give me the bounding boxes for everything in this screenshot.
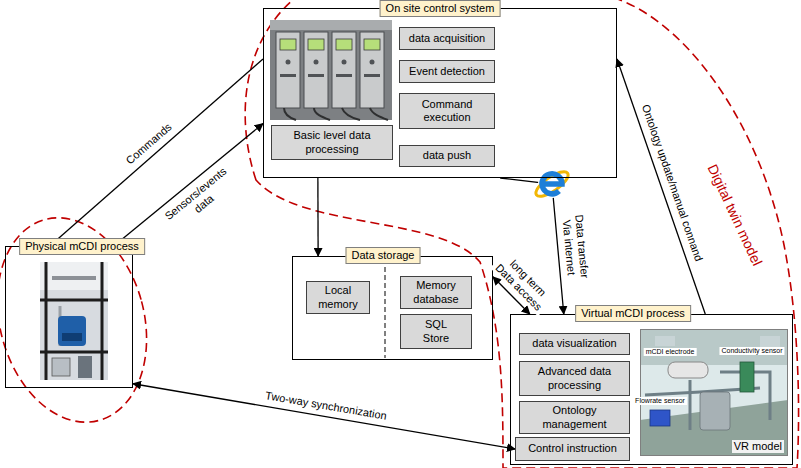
system-box: Virtual mCDI processdata visualizationAd… bbox=[510, 314, 793, 465]
internet-icon bbox=[532, 167, 571, 200]
function-box: data visualization bbox=[519, 333, 630, 355]
box-label: Event detection bbox=[409, 65, 485, 78]
edge-label: Sensors/events data bbox=[159, 162, 241, 236]
picture-caption: VR model bbox=[732, 440, 784, 453]
connector-arrow bbox=[114, 124, 263, 246]
box-label: Ontology management bbox=[537, 404, 612, 430]
function-box: Advanced data processing bbox=[519, 361, 630, 396]
connector-arrow bbox=[617, 59, 705, 314]
connector-arrow bbox=[317, 178, 319, 256]
digital-twin-boundary bbox=[245, 0, 798, 468]
control-cabinet-photo bbox=[270, 20, 392, 120]
box-heading: On site control system bbox=[380, 0, 501, 17]
connector-arrow bbox=[50, 59, 263, 246]
storage-box: Data storageLocal memoryMemory databaseS… bbox=[292, 256, 493, 360]
system-box: On site control systemdata acquisitionEv… bbox=[263, 8, 617, 178]
storage-box: SQL Store bbox=[400, 314, 472, 349]
function-box: data acquisition bbox=[399, 27, 495, 50]
region-label: Digital twin model bbox=[704, 160, 767, 270]
edge-label: Ontology update/manual connand bbox=[638, 101, 706, 265]
function-box: Control instruction bbox=[515, 437, 630, 461]
connector-arrow bbox=[133, 384, 515, 449]
edge-label: Two-way synchronization bbox=[262, 388, 389, 422]
function-box: Basic level data processing bbox=[271, 125, 393, 160]
function-box: data push bbox=[399, 145, 495, 167]
box-label: Memory database bbox=[406, 279, 466, 305]
box-label: Local memory bbox=[313, 284, 363, 310]
function-box: Ontology management bbox=[519, 401, 630, 434]
box-label: data visualization bbox=[532, 337, 616, 350]
function-box: Event detection bbox=[399, 60, 495, 83]
physical-boundary bbox=[0, 201, 168, 439]
box-label: Command execution bbox=[412, 98, 482, 124]
edge-label: Data transfer Via internet bbox=[558, 209, 591, 285]
part-label: Conductivity sensor bbox=[719, 347, 784, 355]
function-box: Command execution bbox=[399, 93, 495, 129]
part-label: Flowrate sensor bbox=[633, 397, 687, 405]
storage-box: Memory database bbox=[400, 276, 472, 309]
vr-scene-picture bbox=[640, 329, 788, 456]
physical-plant-photo bbox=[40, 262, 108, 380]
box-label: Control instruction bbox=[528, 442, 617, 455]
box-label: data push bbox=[423, 149, 471, 162]
box-label: Basic level data processing bbox=[285, 129, 380, 155]
box-label: data acquisition bbox=[409, 32, 485, 45]
box-label: Advanced data processing bbox=[532, 365, 617, 391]
storage-divider bbox=[385, 267, 386, 358]
storage-box: Local memory bbox=[306, 281, 370, 314]
part-label: mCDI electrode bbox=[644, 348, 697, 356]
box-heading: Data storage bbox=[346, 247, 421, 264]
system-box: Physical mCDI process bbox=[5, 246, 133, 388]
box-heading: Physical mCDI process bbox=[19, 238, 145, 255]
edge-label: long term Data access bbox=[490, 250, 557, 317]
box-label: SQL Store bbox=[419, 318, 454, 344]
edge-label: Commands bbox=[122, 119, 176, 169]
box-heading: Virtual mCDI process bbox=[575, 305, 691, 322]
